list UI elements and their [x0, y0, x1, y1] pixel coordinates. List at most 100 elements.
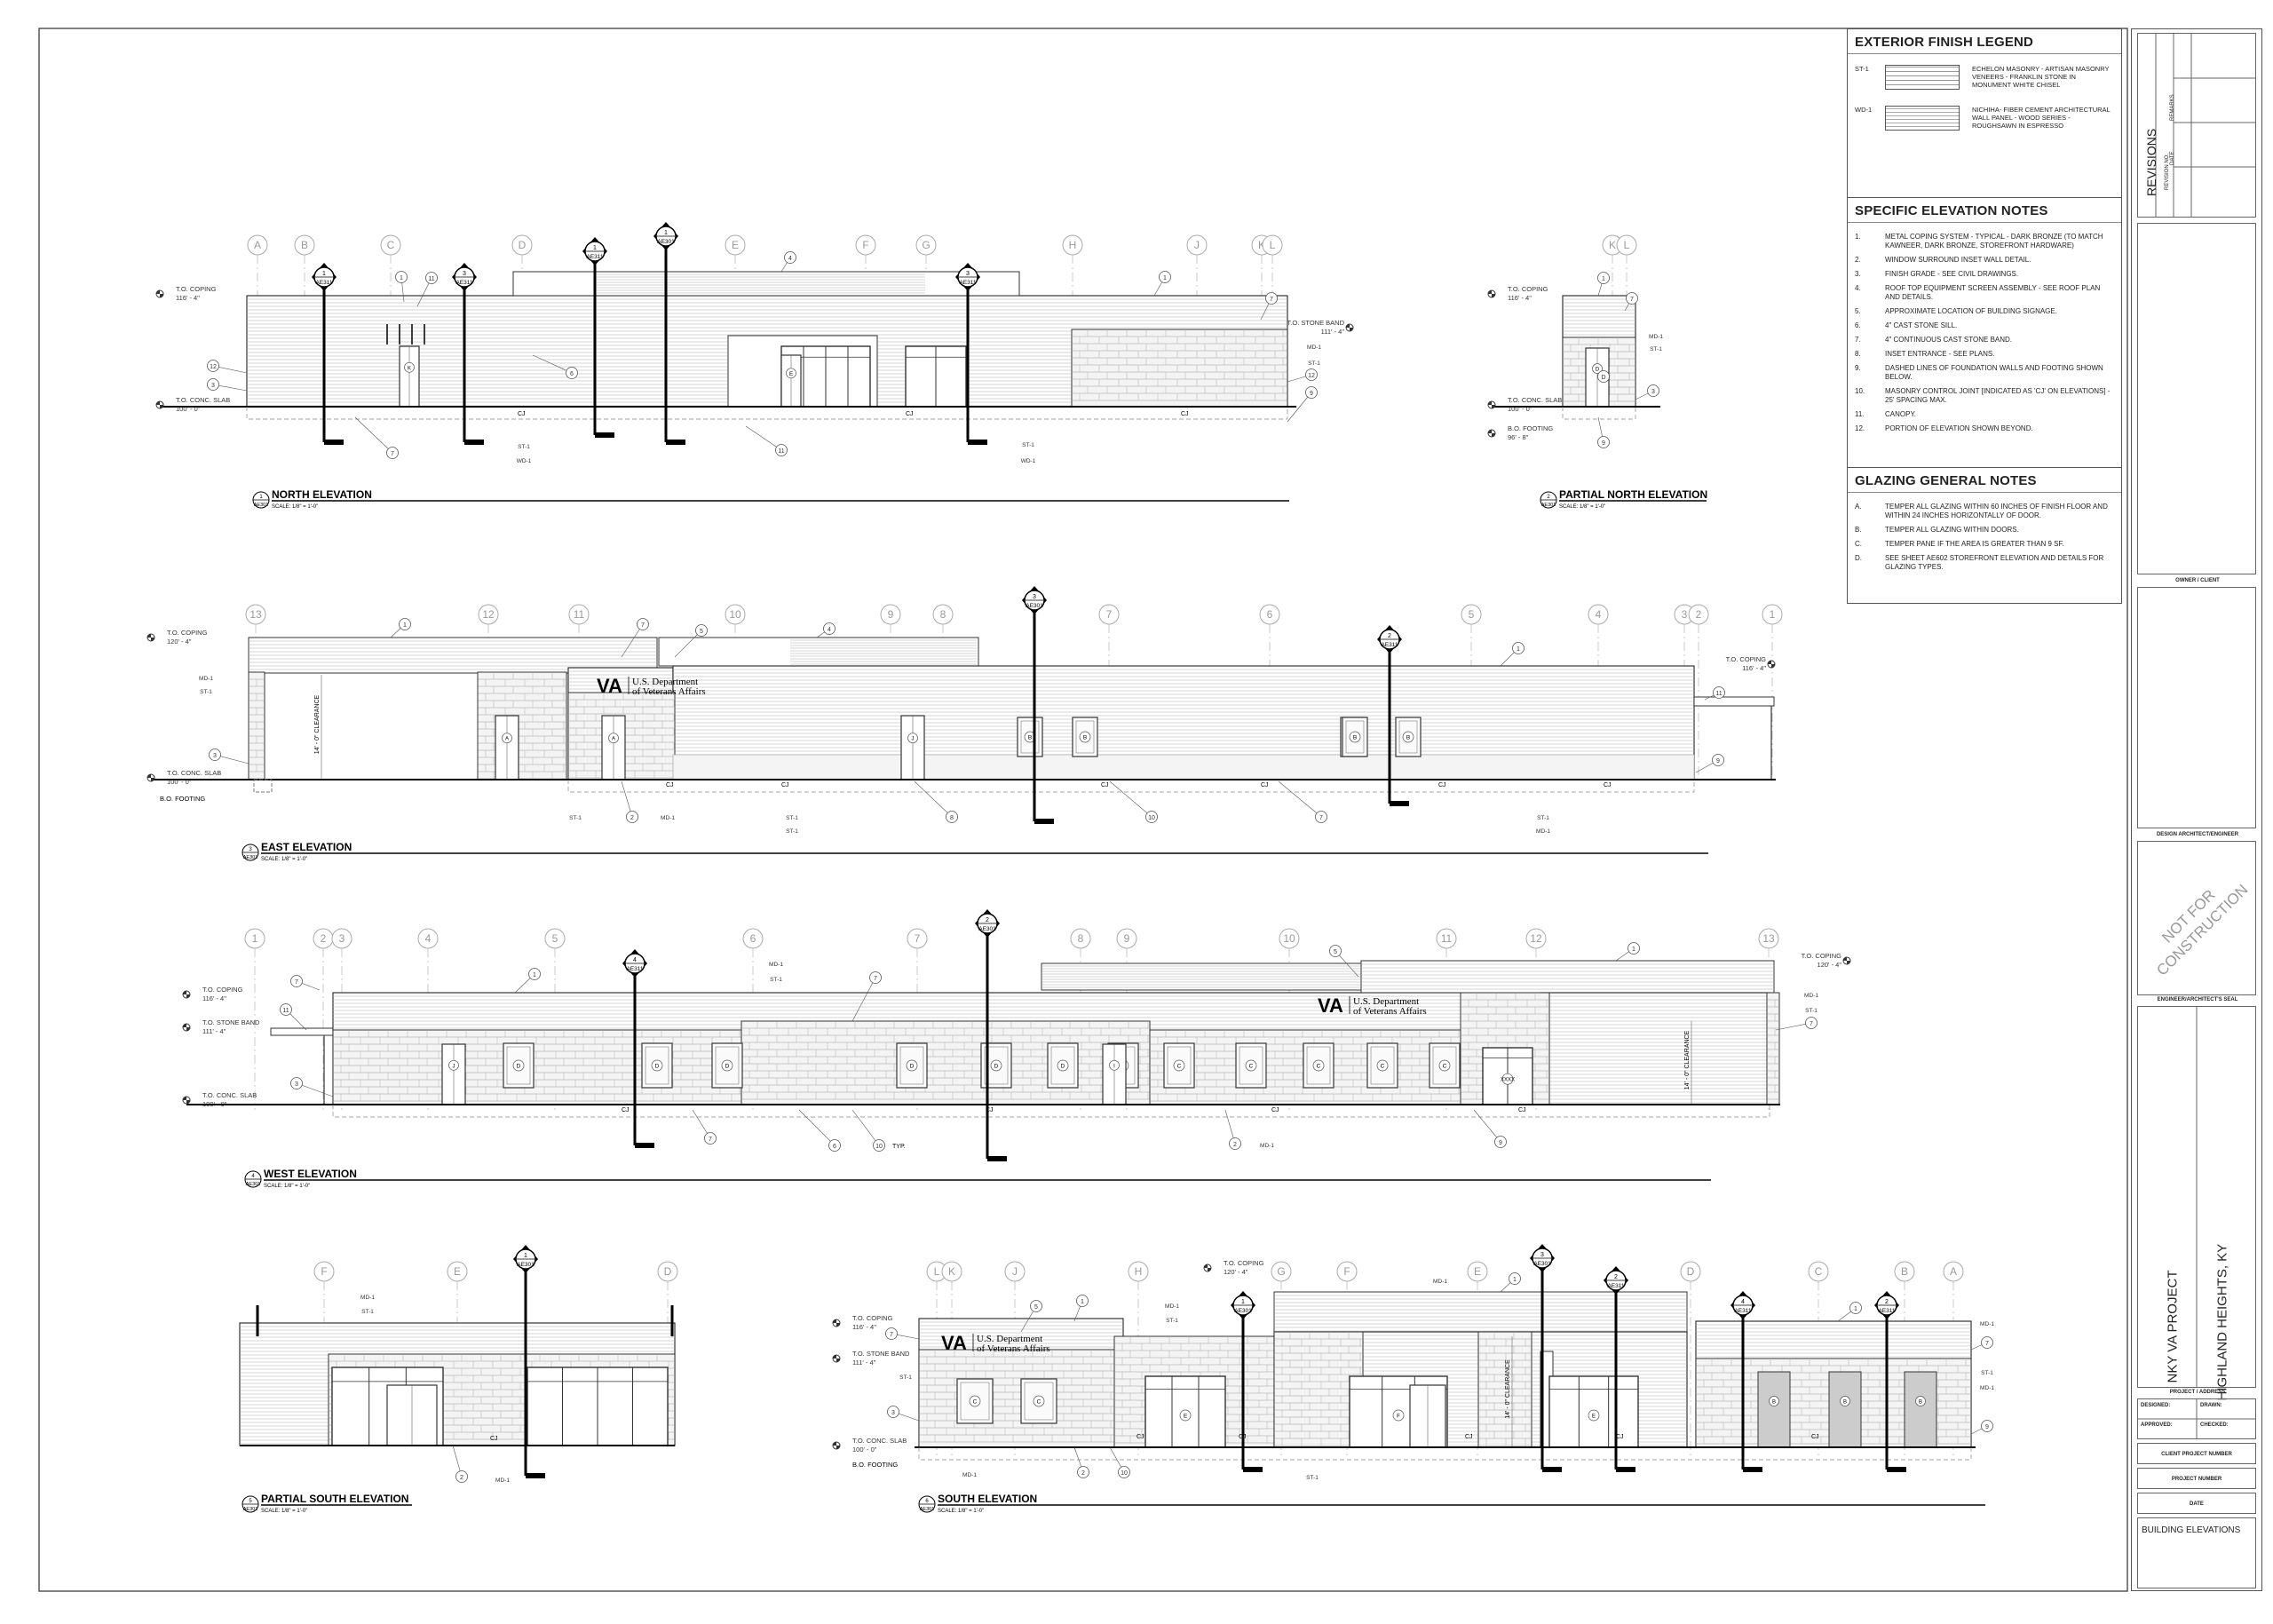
note-text: TEMPER ALL GLAZING WITHIN DOORS.	[1885, 526, 2019, 534]
stone-wall	[741, 1020, 1151, 1105]
section-sheet: AE311	[626, 966, 643, 972]
note-number: 11	[778, 448, 784, 455]
note-number: 1	[1602, 276, 1605, 282]
level-value: 116' - 4"	[852, 1323, 876, 1331]
note-tag	[1512, 642, 1525, 654]
door-type: A	[612, 737, 615, 742]
note-number: 6	[570, 371, 574, 377]
stone-wall	[1766, 992, 1780, 1105]
note-tag	[528, 968, 541, 980]
control-joint-label: CJ	[781, 782, 789, 788]
clearance-label: 14' - 0" CLEARANCE	[1684, 1030, 1691, 1089]
note-tag	[399, 618, 411, 630]
note-number: 7	[890, 1332, 893, 1338]
client-project-number[interactable]: CLIENT PROJECT NUMBER	[2137, 1443, 2256, 1464]
specific-note: 7.4" CONTINUOUS CAST STONE BAND.	[1848, 333, 2121, 347]
grid-label: 5	[552, 932, 558, 945]
note-number: D	[1601, 375, 1605, 381]
note-number: 12	[210, 364, 217, 370]
section-number: 4	[1741, 1299, 1745, 1305]
sheet-title-box: BUILDING ELEVATIONS	[2137, 1517, 2256, 1588]
level-name: B.O. FOOTING	[852, 1461, 898, 1469]
section-sheet: AE311	[1607, 1283, 1624, 1289]
window-tag	[1840, 1396, 1850, 1406]
note-tag	[704, 1132, 717, 1145]
level-name: T.O. COPING	[1726, 655, 1767, 663]
view-title: PARTIAL NORTH ELEVATION	[1559, 488, 1707, 501]
note-tag	[946, 811, 958, 823]
level-name: T.O. STONE BAND	[852, 1350, 910, 1358]
view-title: PARTIAL SOUTH ELEVATION	[261, 1493, 408, 1505]
grid-label: D	[664, 1265, 672, 1278]
note-tag	[1597, 272, 1610, 284]
control-joint-label: CJ	[1271, 1107, 1279, 1113]
note-tag	[1030, 1300, 1042, 1312]
foundation-dashed	[567, 780, 1695, 793]
note-key: 7.	[1855, 336, 1861, 344]
control-joint-label: CJ	[666, 782, 674, 788]
note-number: 7	[874, 976, 877, 982]
west-elevation: 12345678910111213JDDDDDDDICCCCCXXXXVAU.S…	[182, 909, 1851, 1189]
section-sheet: AE311	[586, 254, 603, 260]
note-number: 6	[833, 1144, 836, 1150]
note-number: 4	[828, 627, 831, 633]
drawn-field[interactable]: DRAWN:	[2200, 1403, 2222, 1408]
note-tag	[1265, 292, 1278, 305]
specific-note: 12.PORTION OF ELEVATION SHOWN BEYOND.	[1848, 422, 2121, 436]
checked-field[interactable]: CHECKED:	[2200, 1422, 2229, 1428]
level-value: 116' - 4"	[176, 294, 200, 302]
grid-label: 13	[1762, 932, 1775, 945]
note-text: DASHED LINES OF FOUNDATION WALLS AND FOO…	[1885, 364, 2103, 381]
glazing-title: GLAZING GENERAL NOTES	[1855, 473, 2037, 488]
grid-label: K	[1258, 239, 1265, 251]
designed-field[interactable]: DESIGNED:	[2141, 1403, 2171, 1408]
grid-label: D	[519, 239, 527, 251]
foundation-dashed	[332, 1105, 1770, 1118]
note-number: 1	[403, 622, 407, 629]
window-tag	[1349, 731, 1361, 743]
note-tag	[1712, 754, 1724, 766]
grid-label: D	[1687, 1265, 1695, 1278]
not-for-construction-stamp: NOT FOR CONSTRUCTION	[2153, 881, 2252, 979]
level-name: T.O. COPING	[202, 986, 243, 994]
material-tag: ST-1	[1306, 1475, 1319, 1481]
note-key: A.	[1855, 503, 1862, 511]
view-scale: SCALE: 1/8" = 1'-0"	[938, 1509, 984, 1514]
control-joint-label: CJ	[906, 411, 914, 417]
note-number: 7	[709, 1137, 712, 1143]
control-joint-label: CJ	[1261, 782, 1269, 788]
leader-line	[1473, 1109, 1501, 1143]
material-tag: ST-1	[770, 977, 782, 983]
window-tag	[1438, 1059, 1451, 1072]
window-type: D	[517, 1064, 521, 1070]
grid-label: 11	[1441, 932, 1453, 945]
window-type: C	[1177, 1064, 1182, 1070]
grid-label: 3	[1682, 608, 1688, 621]
grid-label: L	[1624, 239, 1630, 251]
grid-label: F	[321, 1265, 327, 1278]
signage-mark: VA	[1318, 994, 1343, 1017]
section-tail	[526, 1473, 545, 1478]
note-tag	[1077, 1466, 1089, 1478]
note-tag	[1159, 271, 1171, 283]
project-number[interactable]: PROJECT NUMBER	[2137, 1468, 2256, 1489]
note-number: 12	[1308, 373, 1315, 379]
section-sheet: AE301	[657, 239, 675, 245]
note-tag	[1305, 386, 1318, 399]
approved-field[interactable]: APPROVED:	[2141, 1422, 2173, 1428]
revisions-box: REVISIONS REVISION NO. DATE REMARKS	[2137, 33, 2256, 218]
revisions-label: REVISIONS	[2144, 128, 2158, 196]
level-value: 96' - 8"	[1508, 433, 1529, 441]
level-marker-fill	[156, 401, 163, 408]
note-tag	[386, 447, 399, 459]
grid-label: H	[1135, 1265, 1143, 1278]
grid-label: L	[1270, 239, 1276, 251]
project-location: HIGHLAND HEIGHTS, KY	[2214, 1243, 2230, 1401]
owner-label: OWNER / CLIENT	[2175, 578, 2220, 583]
level-marker-fill	[833, 1355, 840, 1362]
leader-line	[851, 977, 876, 1022]
note-number: 10	[1121, 1470, 1128, 1477]
date-field[interactable]: DATE	[2137, 1493, 2256, 1514]
storefront-tag	[1588, 1409, 1600, 1422]
leader-line	[354, 416, 393, 454]
